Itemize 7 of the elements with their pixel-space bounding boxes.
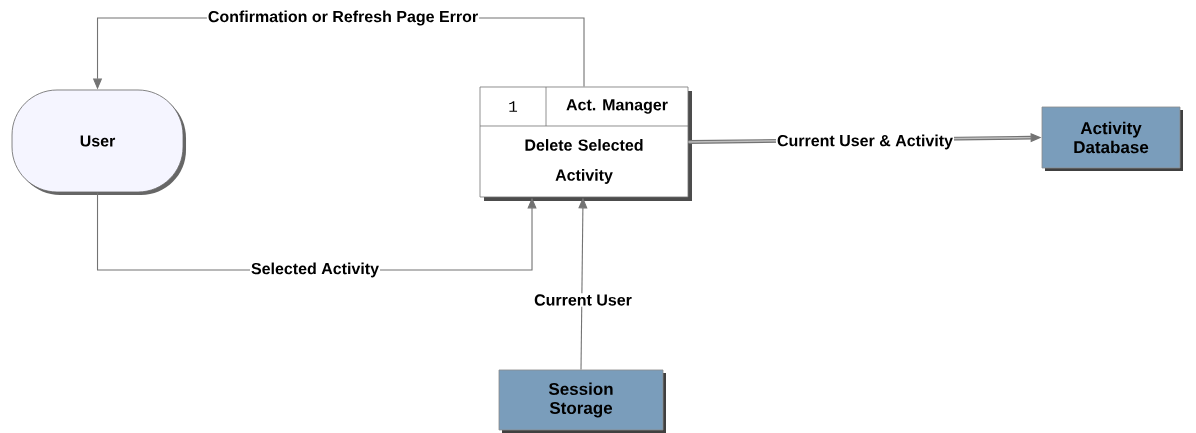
- data-store: Activity Database: [1041, 106, 1183, 171]
- data-store: Session Storage: [498, 369, 666, 433]
- process-box: 1 Act. Manager Delete Selected Activity: [479, 86, 692, 201]
- edge-label: Confirmation or Refresh Page Error: [208, 10, 478, 26]
- edge-label: Selected Activity: [251, 262, 379, 278]
- edge-label: Current User & Activity: [777, 134, 953, 150]
- edge-label: Current User: [534, 294, 632, 306]
